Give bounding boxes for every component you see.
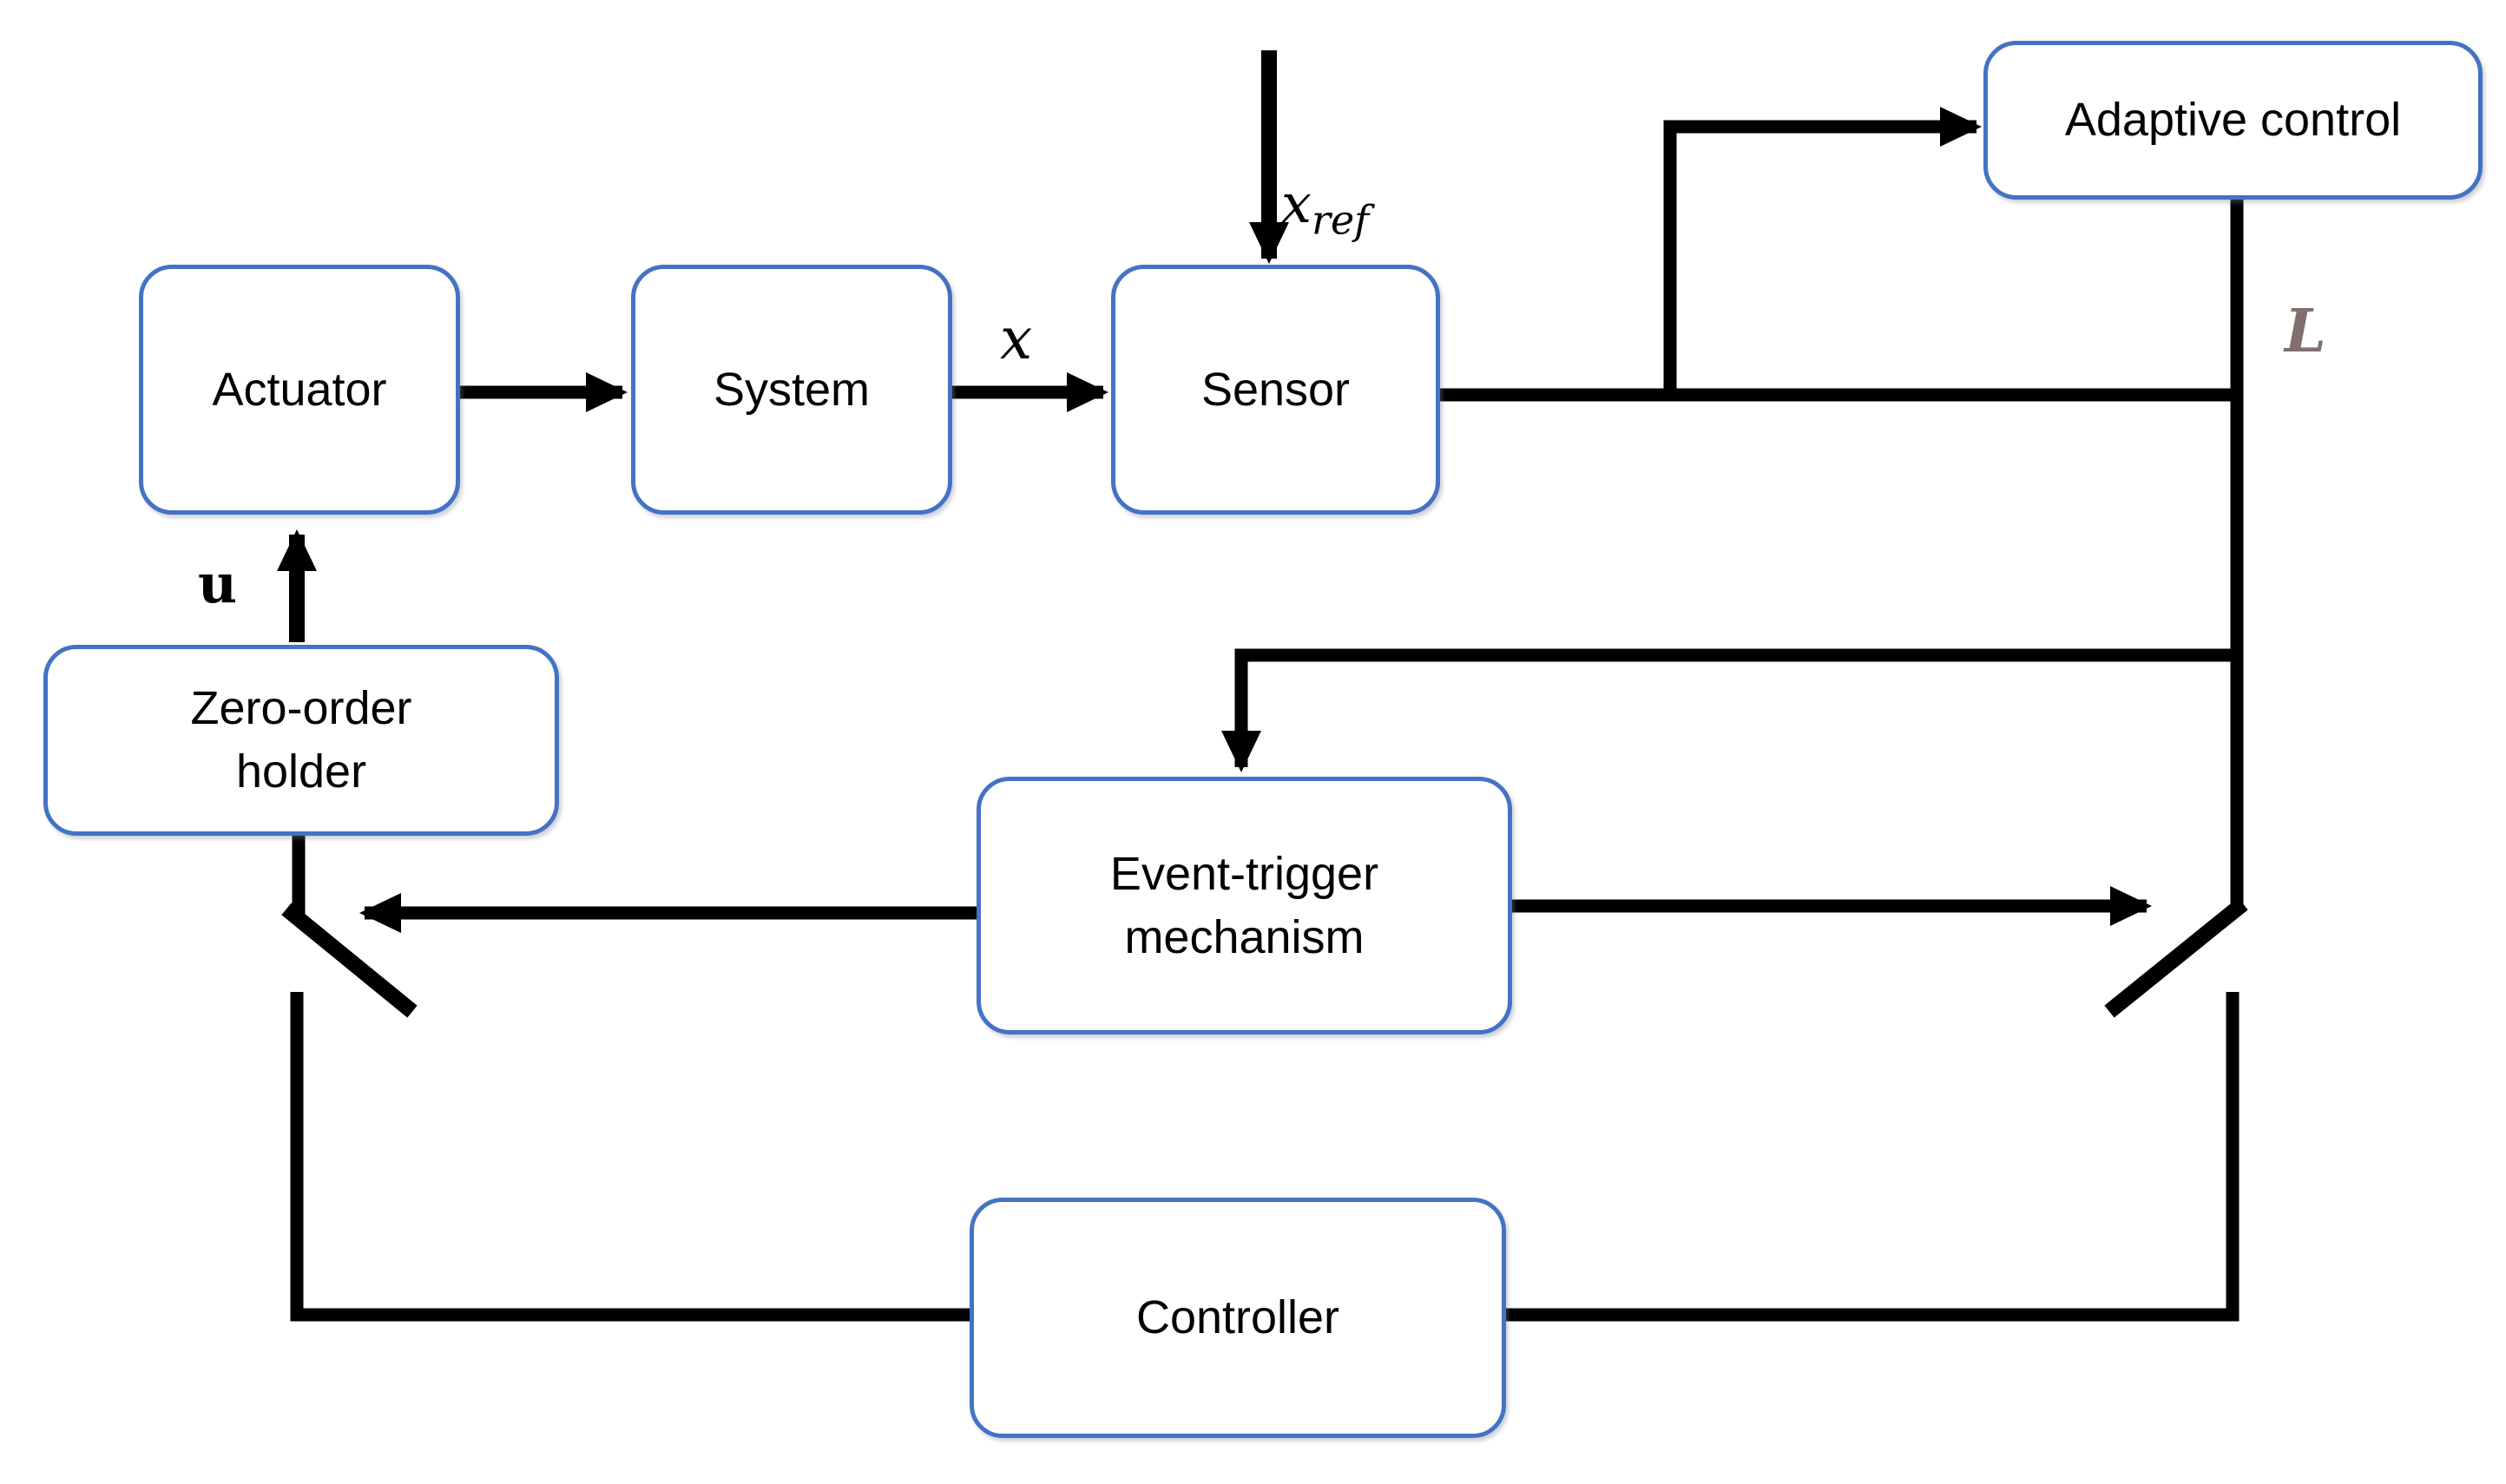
left-switch bbox=[281, 836, 970, 1322]
zero-order-holder-block: Zero-order holder bbox=[43, 645, 559, 836]
event-trigger-label: Event-trigger mechanism bbox=[1109, 847, 1379, 963]
l-gain-label: L bbox=[2285, 297, 2326, 366]
sensor-label: Sensor bbox=[1200, 363, 1351, 416]
sensor-block: Sensor bbox=[1111, 265, 1440, 515]
branch-to-event-trigger-arrow bbox=[1221, 648, 2237, 772]
adaptive-control-label: Adaptive control bbox=[2064, 94, 2402, 147]
system-label: System bbox=[713, 363, 871, 416]
event-trigger-block: Event-trigger mechanism bbox=[977, 777, 1512, 1034]
system-block: System bbox=[631, 265, 952, 515]
x-signal-label: x bbox=[1000, 305, 1033, 372]
branch-to-adaptive-control-arrow bbox=[1663, 107, 1982, 395]
adaptive-control-block: Adaptive control bbox=[1983, 41, 2483, 200]
actuator-label: Actuator bbox=[212, 363, 387, 416]
zero-order-holder-label: Zero-order holder bbox=[190, 682, 412, 798]
u-signal-label: u bbox=[198, 552, 238, 615]
controller-block: Controller bbox=[970, 1198, 1506, 1438]
xref-signal-label: xref bbox=[1281, 172, 1370, 244]
controller-label: Controller bbox=[1135, 1291, 1340, 1344]
actuator-block: Actuator bbox=[139, 265, 460, 515]
right-switch bbox=[1506, 897, 2248, 1322]
